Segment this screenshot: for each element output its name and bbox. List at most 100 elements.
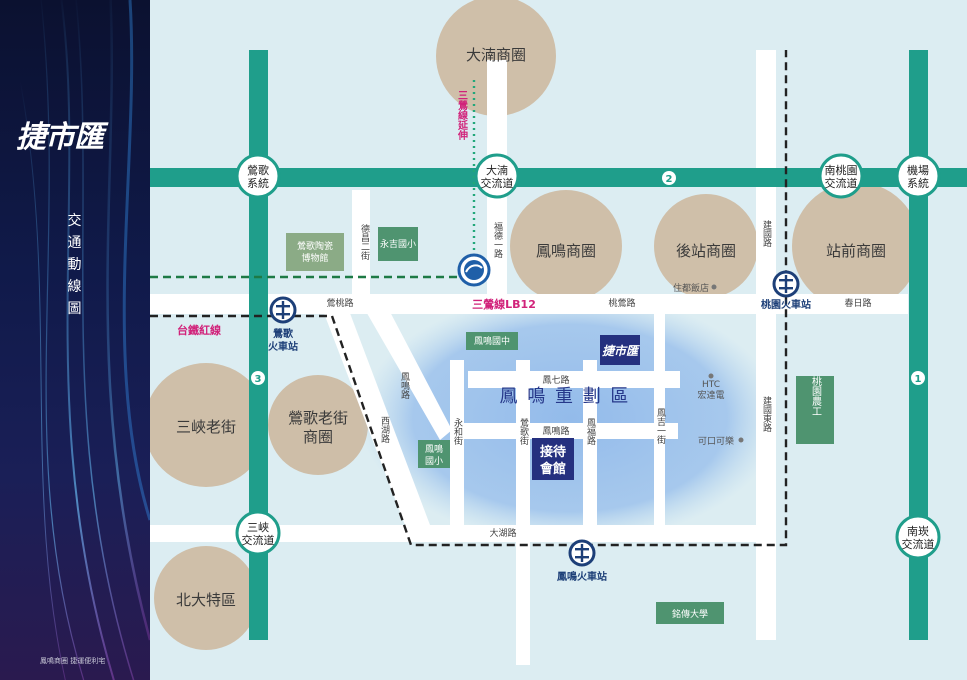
route-1-label: 1 xyxy=(915,374,922,385)
red-line-label: 台鐵紅線 xyxy=(177,323,221,337)
reception-label: 會館 xyxy=(540,461,566,477)
interchange-label: 交流道 xyxy=(481,176,514,190)
place-label: 可口可樂 xyxy=(698,435,734,447)
project-badge xyxy=(600,335,640,365)
mrt-extension-label: 三鶯線延伸 xyxy=(456,90,469,141)
interchange-label: 交流道 xyxy=(242,533,275,547)
place-label: 博物館 xyxy=(301,252,328,264)
page-title: 交 通 動 線 圖 xyxy=(64,210,86,320)
lb12-label: 三鶯線LB12 xyxy=(472,297,536,311)
interchange-airport xyxy=(895,153,941,199)
title-char: 圖 xyxy=(67,301,83,317)
station-label: 桃園火車站 xyxy=(761,298,811,311)
title-char: 動 xyxy=(67,257,83,273)
place-label: 鳳鳴國中 xyxy=(474,335,510,347)
interchange-label: 南崁 xyxy=(907,525,929,538)
place-label: 宏達電 xyxy=(697,389,724,401)
brand-logo: 捷市匯 xyxy=(16,120,104,155)
district-label: 站前商圈 xyxy=(826,242,886,260)
road-label: 鶯桃路 xyxy=(326,297,353,309)
station-label: 鳳鳴火車站 xyxy=(557,570,607,583)
fengming-elem-box xyxy=(418,440,450,468)
place-label: 國小 xyxy=(425,456,443,467)
district-label: 北大特區 xyxy=(176,591,236,609)
road-label: 永和街 xyxy=(452,417,463,446)
station-label: 火車站 xyxy=(268,340,298,353)
road-label: 鳳鳴路 xyxy=(542,425,569,437)
road-label: 鳳鳴路 xyxy=(399,372,410,400)
district-label: 鳳鳴商圈 xyxy=(536,242,596,260)
fengming-junior-box xyxy=(466,332,518,350)
road-label: 福德一路 xyxy=(492,221,503,259)
title-char: 交 xyxy=(67,213,83,229)
district-label: 鶯歌老街 xyxy=(288,409,348,427)
mingchuan-box xyxy=(656,602,724,624)
interchange-label: 鶯歌 xyxy=(247,163,269,177)
route-3-marker xyxy=(251,371,265,385)
interchange-label: 機場 xyxy=(907,163,929,177)
place-label: 永吉國小 xyxy=(380,238,416,250)
road-label: 大湖路 xyxy=(489,527,516,539)
reception-label: 接待 xyxy=(540,444,566,460)
interchange-daqing xyxy=(474,153,520,199)
road-label: 鳳福路 xyxy=(585,418,596,446)
district-label: 大湳商圈 xyxy=(466,46,526,64)
interchange-nantaoyuan xyxy=(818,153,864,199)
road-label: 建國路 xyxy=(761,219,772,248)
road-label: 鶯歌街 xyxy=(518,417,529,446)
district-label: 三峽老街 xyxy=(176,418,236,436)
road-label: 西湖路 xyxy=(379,416,390,444)
yongji-box xyxy=(378,227,418,261)
train-station-icon xyxy=(568,539,596,567)
district-ntpu xyxy=(154,546,258,650)
road-label: 德昌二街 xyxy=(359,223,370,261)
district-label: 後站商圈 xyxy=(676,242,736,260)
interchange-nankan xyxy=(895,514,941,560)
train-station-icon xyxy=(269,296,297,324)
interchange-label: 大湳 xyxy=(486,163,508,177)
place-label: 住都飯店 xyxy=(673,282,709,294)
road-label: 春日路 xyxy=(844,297,871,309)
place-label: 鶯歌陶瓷 xyxy=(297,240,333,252)
district-danan xyxy=(436,0,556,116)
road-label: 桃鶯路 xyxy=(608,297,635,309)
title-char: 通 xyxy=(67,235,83,251)
road-label: 建國東路 xyxy=(761,395,772,433)
traffic-map: 鶯歌 系統 大湳 交流道 南桃園 交流道 機場 系統 三峽 交流道 南崁 交流道… xyxy=(150,0,967,680)
district-zhanqian xyxy=(792,182,920,310)
title-char: 線 xyxy=(67,279,83,295)
footnote: 鳳鳴商圈 捷運便利宅 xyxy=(40,657,106,665)
interchange-label: 南桃園 xyxy=(825,163,858,177)
interchange-sanxia xyxy=(235,510,281,556)
train-station-icon xyxy=(772,270,800,298)
route-3-label: 3 xyxy=(255,374,262,385)
zone-label: 鳳 鳴 重 劃 區 xyxy=(500,386,631,407)
place-label: 銘傳大學 xyxy=(672,608,708,620)
place-label: HTC xyxy=(702,380,720,390)
sidebar-panel: 捷市匯 交 通 動 線 圖 鳳鳴商圈 捷運便利宅 xyxy=(0,0,150,680)
route-2-marker xyxy=(662,171,676,185)
sidebar-light-streaks xyxy=(19,0,150,680)
route-1-marker xyxy=(911,371,925,385)
district-sanxia-old xyxy=(150,363,268,487)
district-houzhan xyxy=(654,194,758,298)
road-label: 鳳吉一街 xyxy=(655,408,666,445)
route-2-label: 2 xyxy=(666,174,673,185)
station-label: 鶯歌 xyxy=(273,327,294,340)
interchange-label: 系統 xyxy=(247,176,269,190)
taoyuan-agri-label: 桃園農工 xyxy=(810,375,822,416)
district-label: 商圈 xyxy=(303,428,333,446)
reception-badge xyxy=(532,438,574,480)
interchange-label: 交流道 xyxy=(825,176,858,190)
district-yingge-old xyxy=(268,375,368,475)
taoyuan-agri-box xyxy=(796,376,834,444)
interchange-label: 交流道 xyxy=(902,537,935,551)
district-fengming xyxy=(510,190,622,302)
place-label: 鳳鳴 xyxy=(425,443,443,455)
interchange-label: 系統 xyxy=(907,176,929,190)
interchange-yingge xyxy=(235,153,281,199)
interchange-label: 三峽 xyxy=(247,521,269,534)
zone-glow xyxy=(360,293,780,543)
road-label: 鳳七路 xyxy=(542,374,569,386)
ceramics-museum-box xyxy=(286,233,344,271)
